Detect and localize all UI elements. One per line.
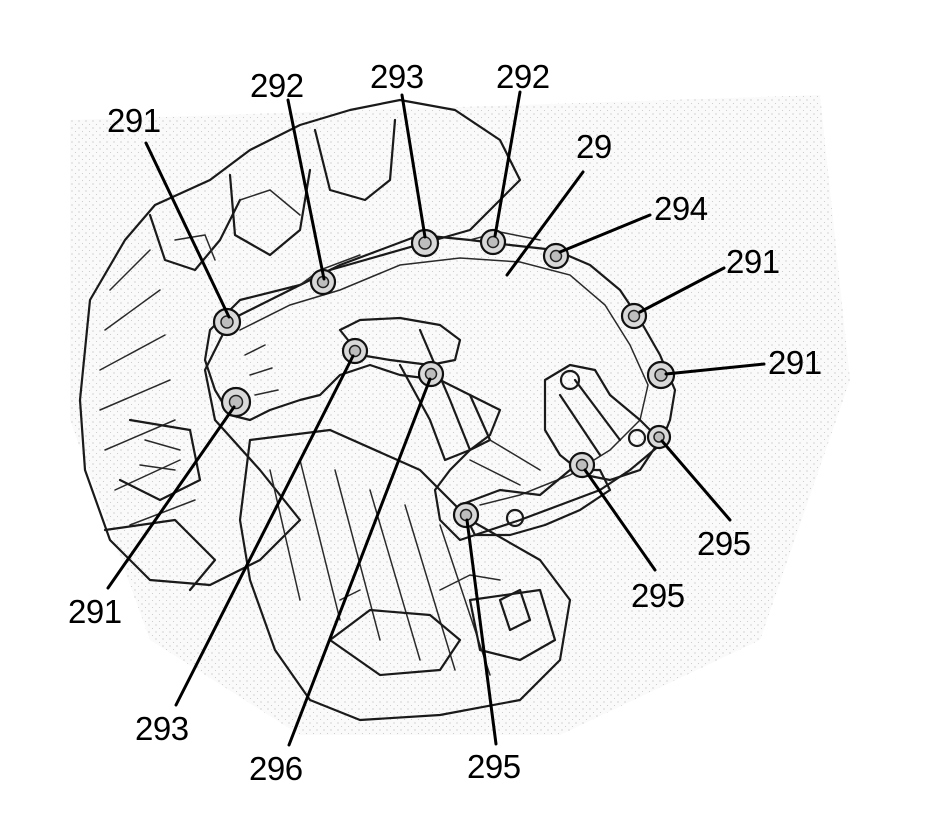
callout-291-r2: 291 xyxy=(768,344,822,381)
leader-29 xyxy=(505,170,585,277)
leader-292-r xyxy=(493,90,522,238)
leader-lines xyxy=(106,90,766,747)
callout-292-r: 292 xyxy=(496,58,550,95)
callout-292-l: 292 xyxy=(250,67,304,104)
callout-291-bl: 291 xyxy=(68,593,122,630)
callout-291-tl: 291 xyxy=(107,102,161,139)
bolt-291-r2 xyxy=(646,360,676,390)
bolt-291-bl xyxy=(220,386,252,418)
bolt-293-b xyxy=(341,337,369,365)
bolt-294 xyxy=(542,242,570,270)
callout-295-m: 295 xyxy=(631,577,685,614)
bolt-291-r1 xyxy=(620,302,648,330)
leader-293-t xyxy=(400,93,427,239)
leader-292-l xyxy=(286,98,326,281)
callout-293-t: 293 xyxy=(370,58,424,95)
bolt-291-tl xyxy=(212,307,242,337)
leader-294 xyxy=(558,213,652,254)
callout-291-r1: 291 xyxy=(726,243,780,280)
leader-291-tl xyxy=(144,141,231,319)
bolt-293-t xyxy=(410,228,440,258)
callout-labels: 29 291 291 291 291 292 292 293 293 294 2… xyxy=(68,58,822,787)
leader-296 xyxy=(287,377,432,747)
callout-294: 294 xyxy=(654,190,708,227)
cover-29 xyxy=(203,231,677,542)
bolts xyxy=(212,228,676,529)
leader-291-r1 xyxy=(638,266,726,314)
callout-293-b: 293 xyxy=(135,710,189,747)
background-field xyxy=(70,95,850,735)
leader-295-m xyxy=(583,468,657,572)
bolt-292-r xyxy=(479,228,507,256)
leader-291-r2 xyxy=(664,362,766,376)
callout-295-r: 295 xyxy=(697,525,751,562)
callout-29: 29 xyxy=(576,128,612,165)
bolt-296 xyxy=(417,360,445,388)
callout-295-b: 295 xyxy=(467,748,521,785)
callout-296: 296 xyxy=(249,750,303,787)
leader-295-r xyxy=(660,439,732,522)
leader-293-b xyxy=(174,354,355,707)
leader-291-bl xyxy=(106,405,236,590)
leader-295-b xyxy=(465,518,498,746)
bolt-295-b xyxy=(452,501,480,529)
bolt-295-m xyxy=(568,451,596,479)
